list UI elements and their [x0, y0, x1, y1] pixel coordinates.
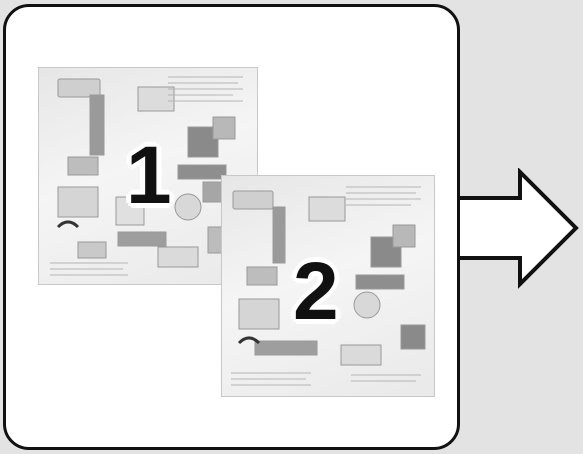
bag-number-label: 1: [126, 135, 172, 217]
right-arrow-icon: [458, 168, 583, 290]
parts-bag-2: 2: [221, 175, 435, 397]
bag-number-label: 2: [293, 251, 339, 333]
instruction-step-panel: 1: [3, 4, 460, 450]
